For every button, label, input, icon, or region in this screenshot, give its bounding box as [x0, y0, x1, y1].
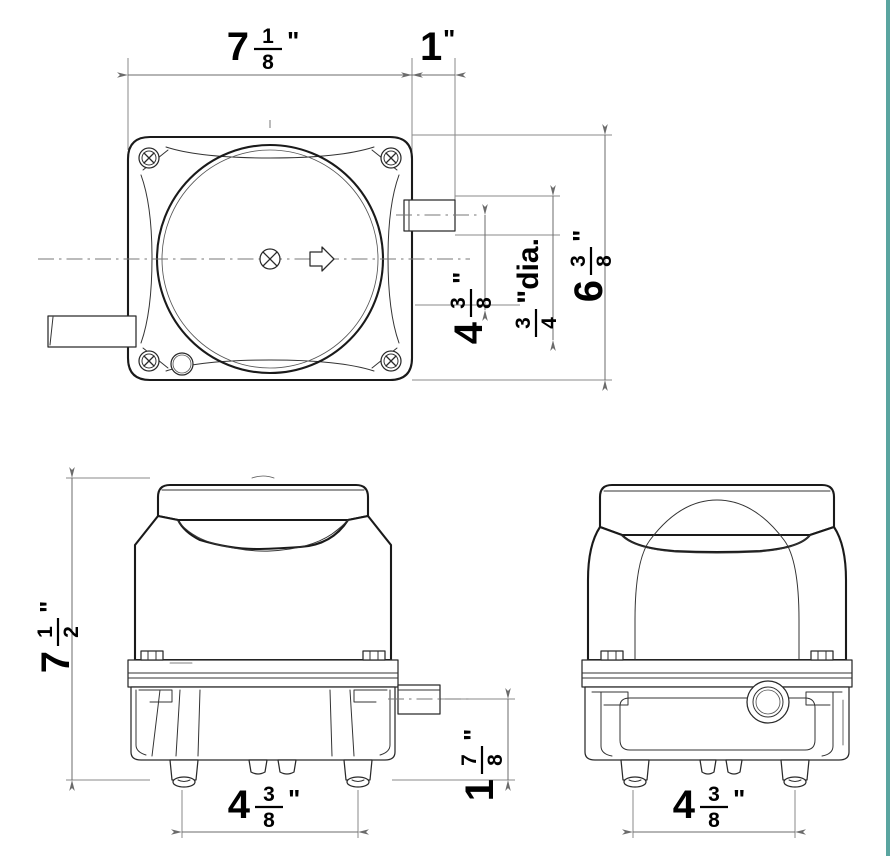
side-flange-bolt-right — [810, 650, 834, 661]
dimension-top-width: 7 1 8 " — [117, 25, 423, 78]
front-body-shell — [133, 514, 393, 662]
dim-unit: " — [443, 24, 455, 54]
dimension-front-port-height: 1 7 8 " — [458, 688, 511, 802]
dimension-top-depth-label: 6 3 8 " — [567, 230, 616, 303]
dim-denominator: 8 — [484, 754, 507, 766]
front-ribbed-base — [130, 686, 396, 761]
dim-whole: 7 — [227, 25, 249, 69]
corner-screw-bottom-left — [138, 350, 160, 372]
top-view-extension-lines — [127, 58, 612, 381]
dim-denominator: 8 — [263, 809, 275, 832]
front-right-port — [388, 684, 470, 715]
dimension-port-projection-label: 1 " — [420, 24, 455, 69]
corner-screw-top-left — [138, 147, 160, 169]
side-flange-bolt-left — [600, 650, 624, 661]
front-flange-bolt-left — [140, 650, 164, 661]
dim-numerator: 3 — [447, 297, 470, 309]
dim-unit: "dia. — [512, 238, 545, 304]
dimension-front-port-height-label: 1 7 8 " — [458, 729, 507, 802]
dim-numerator: 3 — [708, 783, 720, 806]
front-top-cap — [156, 475, 370, 522]
front-view: 7 1 2 " 4 3 8 " 1 7 — [34, 467, 515, 838]
side-base — [584, 686, 850, 761]
front-flange-bolt-right — [362, 650, 386, 661]
dim-numerator: 7 — [458, 754, 481, 766]
dimension-front-height-label: 7 1 2 " — [34, 601, 83, 674]
dim-whole: 4 — [228, 783, 251, 827]
dim-numerator: 3 — [263, 783, 275, 806]
dim-unit: " — [288, 784, 300, 814]
side-top-cap — [598, 483, 836, 537]
dim-whole: 6 — [567, 280, 611, 302]
right-edge-accent-bar — [886, 0, 890, 856]
top-view-centerlines — [38, 120, 478, 260]
dimension-side-foot-span-label: 4 3 8 " — [673, 783, 746, 832]
dim-denominator: 4 — [538, 317, 561, 329]
dim-unit: " — [733, 784, 745, 814]
dim-numerator: 3 — [512, 317, 535, 329]
dim-unit: " — [447, 272, 477, 284]
dim-unit: " — [34, 601, 64, 613]
front-foot-left — [169, 759, 199, 788]
dim-unit: " — [287, 26, 299, 56]
dim-denominator: 8 — [708, 809, 720, 832]
dim-whole: 1 — [458, 779, 502, 801]
dim-numerator: 3 — [567, 255, 590, 267]
dim-whole: 4 — [673, 783, 696, 827]
dim-unit: " — [458, 729, 488, 741]
flow-direction-arrow-icon — [309, 246, 335, 272]
dim-whole: 1 — [420, 25, 442, 69]
front-foot-right — [343, 759, 373, 788]
dimension-port-center-offset-label: 4 3 8 " — [447, 272, 496, 345]
dimension-front-foot-span: 4 3 8 " — [171, 783, 369, 835]
dimension-port-center-offset: 4 3 8 " — [447, 204, 496, 345]
dim-whole: 7 — [34, 651, 78, 673]
side-split-flange — [581, 659, 853, 688]
front-split-flange — [127, 659, 399, 688]
corner-screw-top-right — [380, 147, 402, 169]
dimension-front-height: 7 1 2 " — [34, 467, 83, 791]
dimension-port-projection: 1 " — [401, 24, 466, 78]
side-foot-right — [780, 759, 810, 788]
dim-unit: " — [567, 230, 597, 242]
vent-hole — [170, 352, 194, 376]
dim-denominator: 2 — [60, 626, 83, 638]
side-center-tabs — [699, 759, 743, 775]
corner-screw-bottom-right — [380, 350, 402, 372]
dim-denominator: 8 — [593, 255, 616, 267]
dimension-front-foot-span-label: 4 3 8 " — [228, 783, 301, 832]
top-view: 7 1 8 " 1 " 6 3 8 " — [38, 24, 616, 391]
dim-numerator: 1 — [34, 626, 57, 638]
dimension-port-diameter-label: 3 4 "dia. — [512, 238, 561, 337]
left-outlet-port — [47, 315, 137, 348]
side-port-boss — [746, 680, 790, 724]
side-view: 4 3 8 " — [581, 483, 853, 838]
dim-denominator: 8 — [473, 297, 496, 309]
center-axis-symbol — [259, 248, 281, 270]
dim-whole: 4 — [447, 321, 491, 344]
side-body-shell — [586, 499, 848, 662]
side-foot-left — [620, 759, 650, 788]
dim-numerator: 1 — [262, 25, 274, 48]
dimension-top-width-label: 7 1 8 " — [227, 25, 300, 74]
dimension-top-depth: 6 3 8 " — [567, 124, 616, 391]
dim-denominator: 8 — [262, 51, 274, 74]
dimension-port-diameter: 3 4 "dia. — [512, 185, 561, 351]
front-center-tabs — [248, 759, 297, 775]
dimension-side-foot-span: 4 3 8 " — [622, 783, 806, 835]
